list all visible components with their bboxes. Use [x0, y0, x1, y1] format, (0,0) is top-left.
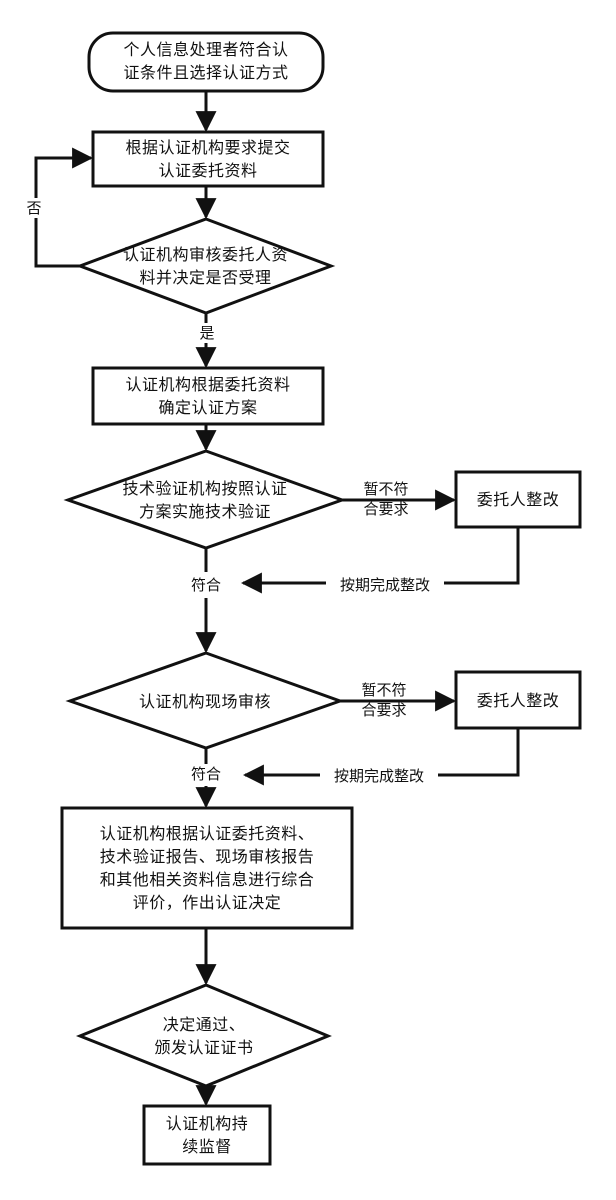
- complete-label-2: 按期完成整改: [320, 766, 438, 786]
- plan-box: [91, 366, 325, 426]
- rectify-text-1: 委托人整改: [476, 490, 560, 509]
- plan-text: 认证机构根据委托资料 确定认证方案: [125, 375, 291, 417]
- review-text: 认证机构审核委托人资 料并决定是否受理: [122, 245, 288, 287]
- not-meet-label-1: 暂不符 合要求: [363, 480, 409, 518]
- onsite-text: 认证机构现场审核: [138, 692, 271, 711]
- yes-label: 是: [196, 323, 218, 343]
- meet-label-1: 符合: [185, 575, 227, 595]
- meet-label-2: 符合: [185, 764, 227, 784]
- rectify-text-2: 委托人整改: [476, 691, 560, 710]
- evaluate-text: 认证机构根据认证委托资料、 技术验证报告、现场审核报告 和其他相关资料信息进行综…: [99, 824, 315, 912]
- not-meet-label-2: 暂不符 合要求: [361, 681, 407, 719]
- rectify-box-1: [454, 470, 582, 529]
- complete-label-1: 按期完成整改: [326, 575, 444, 595]
- decision-text: 决定通过、 颁发认证证书: [154, 1015, 254, 1057]
- tech-verify-text: 技术验证机构按照认证 方案实施技术验证: [122, 479, 288, 521]
- submit-text: 根据认证机构要求提交 认证委托资料: [125, 138, 291, 180]
- start-text: 个人信息处理者符合认 证条件且选择认证方式: [123, 40, 289, 82]
- supervise-text: 认证机构持 续监督: [165, 1114, 249, 1156]
- submit-box: [91, 130, 325, 188]
- no-label: 否: [22, 198, 46, 218]
